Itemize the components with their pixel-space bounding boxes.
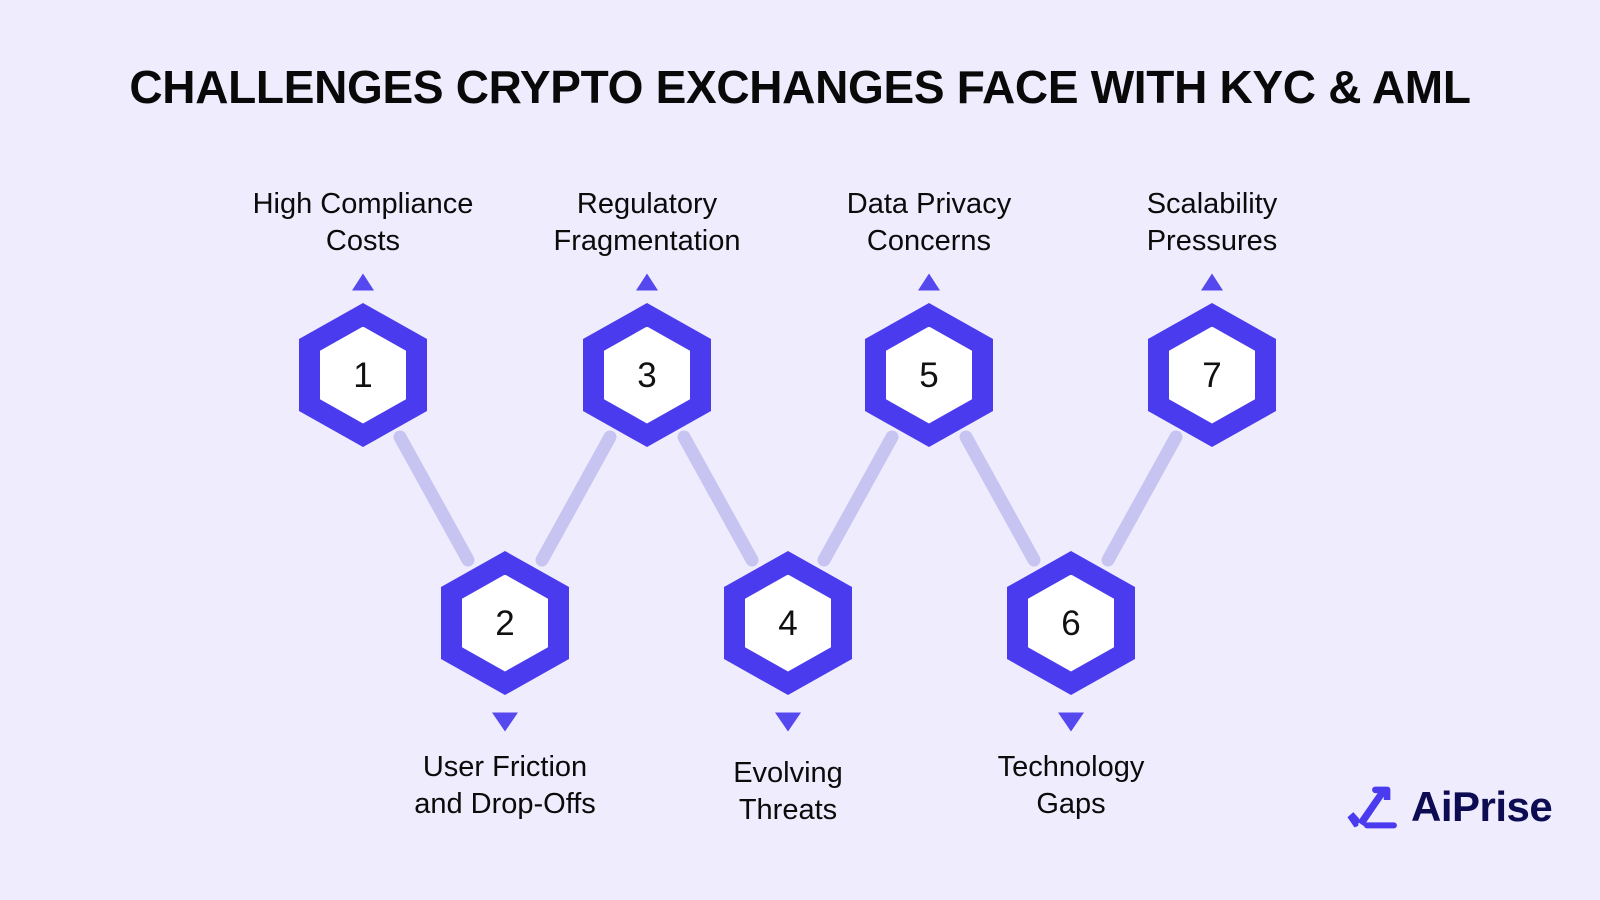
hexagon-node-4[interactable]: 4 (724, 551, 852, 695)
hexagon-number: 3 (637, 355, 657, 395)
node-label-6: Technology Gaps (997, 751, 1145, 821)
node-label-5: Data Privacy Concerns (846, 188, 1012, 258)
page-title: CHALLENGES CRYPTO EXCHANGES FACE WITH KY… (129, 61, 1471, 113)
hexagon-node-1[interactable]: 1 (299, 303, 427, 447)
arrow-up-icon-5 (918, 273, 940, 291)
hexagon-node-5[interactable]: 5 (865, 303, 993, 447)
brand-logo: AiPrise (1345, 776, 1560, 838)
hexagon-node-7[interactable]: 7 (1148, 303, 1276, 447)
hexagon-number: 7 (1202, 355, 1222, 395)
hexagon-inner-shape (745, 574, 831, 672)
connector-5-4 (817, 430, 899, 567)
arrow-up-icon-7 (1201, 273, 1223, 291)
connector-3-2 (535, 430, 617, 567)
hexagon-inner-shape (1169, 326, 1255, 424)
arrow-down-icon-4 (775, 712, 801, 732)
hexagon-node-6[interactable]: 6 (1007, 551, 1135, 695)
arrow-up-icon-3 (636, 273, 658, 291)
connector-7-6 (1101, 430, 1183, 567)
hexagon-inner-shape (1028, 574, 1114, 672)
connector-1-2 (393, 430, 475, 567)
hexagon-number: 2 (495, 603, 515, 643)
node-label-3: Regulatory Fragmentation (553, 188, 741, 258)
hexagon-number: 6 (1061, 603, 1081, 643)
node-label-7: Scalability Pressures (1146, 188, 1278, 258)
arrow-up-icon-1 (352, 273, 374, 291)
hexagon-number: 5 (919, 355, 939, 395)
aiprise-check-mark-icon (1347, 786, 1397, 829)
node-label-4: Evolving Threats (733, 757, 843, 827)
hexagon-node-3[interactable]: 3 (583, 303, 711, 447)
connector-5-6 (959, 430, 1041, 567)
connector-3-4 (677, 430, 759, 567)
logo-wordmark: AiPrise (1411, 783, 1553, 830)
hexagon-inner-shape (462, 574, 548, 672)
hexagon-number: 1 (353, 355, 373, 395)
arrow-down-icon-2 (492, 712, 518, 732)
arrow-down-icon-6 (1058, 712, 1084, 732)
node-label-2: User Friction and Drop-Offs (414, 751, 596, 821)
hexagon-node-2[interactable]: 2 (441, 551, 569, 695)
hexagon-number: 4 (778, 603, 798, 643)
node-label-1: High Compliance Costs (252, 188, 474, 258)
